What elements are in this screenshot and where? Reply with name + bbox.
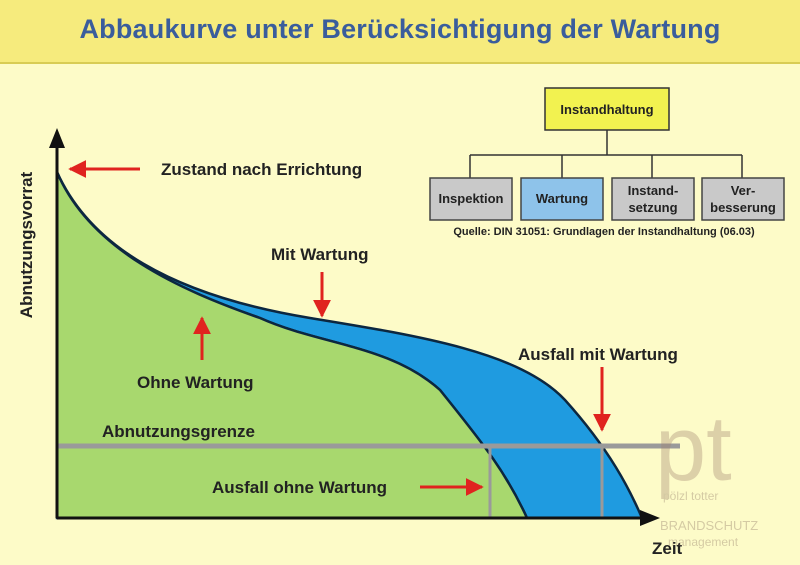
wear-limit-label: Abnutzungsgrenze	[102, 422, 255, 441]
y-axis-arrowhead	[49, 128, 65, 148]
repair-label-line1: Instand-	[628, 183, 679, 198]
inspection-label: Inspektion	[438, 191, 503, 206]
watermark-line1: pölzl totter	[663, 489, 718, 503]
failure-with-maintenance-label: Ausfall mit Wartung	[518, 345, 678, 364]
with-maintenance-label: Mit Wartung	[271, 245, 369, 264]
page-title: Abbaukurve unter Berücksichtigung der Wa…	[79, 14, 721, 44]
repair-label-line2: setzung	[628, 200, 677, 215]
inspection-box	[429, 177, 513, 221]
without-maintenance-label: Ohne Wartung	[137, 373, 253, 392]
improvement-box	[701, 177, 785, 221]
repair-box	[611, 177, 695, 221]
watermark: pt pölzl totter BRANDSCHUTZ management	[655, 398, 758, 549]
failure-without-maintenance-label: Ausfall ohne Wartung	[212, 478, 387, 497]
hierarchy-root-label: Instandhaltung	[560, 102, 653, 117]
source-note: Quelle: DIN 31051: Grundlagen der Instan…	[453, 226, 755, 238]
maintenance-box	[520, 177, 604, 221]
improvement-label-line1: Ver-	[731, 183, 756, 198]
maintenance-hierarchy: Instandhaltung Inspektion Wartung Instan…	[429, 87, 785, 238]
improvement-label-line2: besserung	[710, 200, 776, 215]
hierarchy-root-box	[544, 87, 670, 131]
watermark-line2: BRANDSCHUTZ	[660, 518, 758, 533]
title-bar: Abbaukurve unter Berücksichtigung der Wa…	[0, 0, 800, 64]
initial-state-label: Zustand nach Errichtung	[161, 160, 362, 179]
maintenance-label: Wartung	[536, 191, 588, 206]
x-axis-arrowhead	[640, 510, 660, 526]
x-axis-label: Zeit	[652, 539, 683, 558]
y-axis-label: Abnutzungsvorrat	[17, 171, 36, 318]
watermark-line3: management	[668, 535, 739, 549]
watermark-logo: pt	[655, 398, 732, 500]
area-without-maintenance	[55, 171, 529, 520]
